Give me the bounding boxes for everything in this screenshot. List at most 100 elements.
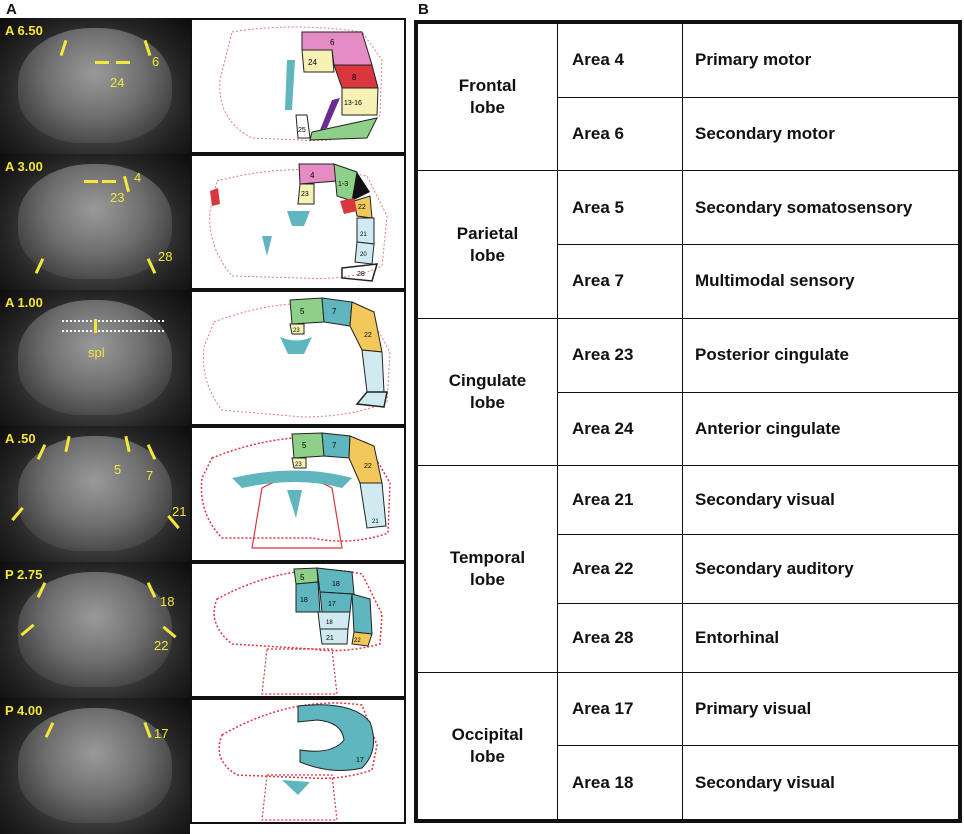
- splenium-boundary: [62, 330, 164, 332]
- mri-slice-2: A 3.00 23 4 28: [0, 154, 190, 290]
- atlas-area-label: 22: [364, 332, 372, 339]
- mri-brain-image: [18, 28, 172, 143]
- lobe-name-line: Cingulate: [448, 371, 527, 391]
- atlas-drawing: 5 7 23 22 21: [200, 432, 391, 549]
- atlas-drawing: 5 7 23 22: [202, 297, 391, 418]
- area-cell: Area 7: [557, 244, 683, 319]
- atlas-area-label: 22: [358, 204, 366, 211]
- area-label: 21: [172, 504, 187, 519]
- lobe-name-line: Parietal: [456, 223, 519, 243]
- area-cell: Area 23: [557, 317, 683, 393]
- atlas-area-label: 18: [326, 620, 333, 626]
- area-cell: Area 6: [557, 96, 683, 172]
- function-cell: Secondary visual: [682, 465, 959, 535]
- atlas-area-label: 21: [360, 232, 367, 238]
- lobe-name-line: lobe: [470, 746, 505, 766]
- atlas-slice-3: 5 7 23 22: [190, 290, 406, 426]
- atlas-area-label: 18: [332, 581, 340, 588]
- atlas-area-label: 18: [300, 597, 308, 604]
- atlas-area-label: 8: [352, 73, 357, 82]
- function-cell: Primary visual: [682, 671, 959, 747]
- function-cell: Anterior cingulate: [682, 391, 959, 467]
- area-cell: Area 17: [557, 671, 683, 747]
- lobe-name-line: Frontal: [458, 76, 517, 96]
- mri-slice-4: A .50 5 7 21: [0, 426, 190, 562]
- atlas-slice-5: 5 18 18 17 18 21 22: [190, 562, 406, 698]
- atlas-area-label: 7: [332, 441, 337, 450]
- atlas-area-label: 25: [298, 127, 306, 134]
- lobe-name-line: lobe: [470, 569, 505, 589]
- atlas-area-label: 7: [332, 307, 337, 316]
- atlas-area-label: 28: [357, 271, 365, 278]
- lobe-name-line: lobe: [470, 98, 505, 118]
- lobe-name-line: Occipital: [451, 724, 524, 744]
- boundary-marker: [95, 61, 109, 64]
- mri-slice-3: A 1.00 spl: [0, 290, 190, 426]
- atlas-area-label: 23: [295, 462, 302, 468]
- atlas-drawing: 4 23 1-3 22 21 20 28: [209, 163, 388, 282]
- mri-slice-1: A 6.50 24 6: [0, 18, 190, 154]
- boundary-marker: [84, 180, 98, 183]
- area-label: spl: [88, 345, 105, 360]
- area-cell: Area 5: [557, 170, 683, 246]
- function-cell: Posterior cingulate: [682, 317, 959, 393]
- area-cell: Area 28: [557, 602, 683, 673]
- panel-a-figure: A 6.50 24 6 6 24 8 13-16 25 A 3.00: [0, 18, 410, 834]
- slice-coordinate: P 4.00: [5, 703, 43, 718]
- lobe-name-line: lobe: [470, 393, 505, 413]
- area-cell: Area 21: [557, 465, 683, 535]
- slice-coordinate: A 3.00: [5, 159, 43, 174]
- atlas-drawing: 5 18 18 17 18 21 22: [213, 567, 383, 695]
- area-label: 18: [160, 594, 175, 609]
- function-cell: Secondary somatosensory: [682, 170, 959, 246]
- area-cell: Area 22: [557, 534, 683, 604]
- atlas-slice-4: 5 7 23 22 21: [190, 426, 406, 562]
- function-cell: Entorhinal: [682, 602, 959, 673]
- mri-brain-image: [18, 436, 172, 551]
- splenium-boundary: [62, 320, 164, 322]
- mri-brain-image: [18, 572, 172, 687]
- atlas-area-label: 17: [328, 601, 336, 608]
- atlas-drawing: 6 24 8 13-16 25: [219, 26, 383, 142]
- atlas-slice-2: 4 23 1-3 22 21 20 28: [190, 154, 406, 290]
- atlas-area-label: 22: [364, 463, 372, 470]
- function-cell: Secondary motor: [682, 96, 959, 172]
- area-label: 5: [114, 462, 122, 477]
- atlas-area-label: 13-16: [344, 100, 362, 107]
- atlas-area-label: 1-3: [338, 181, 348, 188]
- area-label: 23: [110, 190, 125, 205]
- area-label: 6: [152, 54, 160, 69]
- function-cell: Primary motor: [682, 23, 959, 98]
- slice-coordinate: A 6.50: [5, 23, 43, 38]
- atlas-area-label: 6: [330, 38, 335, 47]
- area-label: 24: [110, 75, 125, 90]
- area-label: 28: [158, 249, 173, 264]
- area-label: 4: [134, 170, 142, 185]
- mri-slice-5: P 2.75 18 22: [0, 562, 190, 698]
- atlas-slice-1: 6 24 8 13-16 25: [190, 18, 406, 154]
- mri-slice-6: P 4.00 17: [0, 698, 190, 834]
- function-cell: Secondary visual: [682, 745, 959, 820]
- atlas-area-label: 24: [308, 58, 317, 67]
- atlas-area-label: 4: [310, 171, 315, 180]
- atlas-area-label: 22: [354, 638, 361, 644]
- boundary-marker: [102, 180, 116, 183]
- area-cell: Area 4: [557, 23, 683, 98]
